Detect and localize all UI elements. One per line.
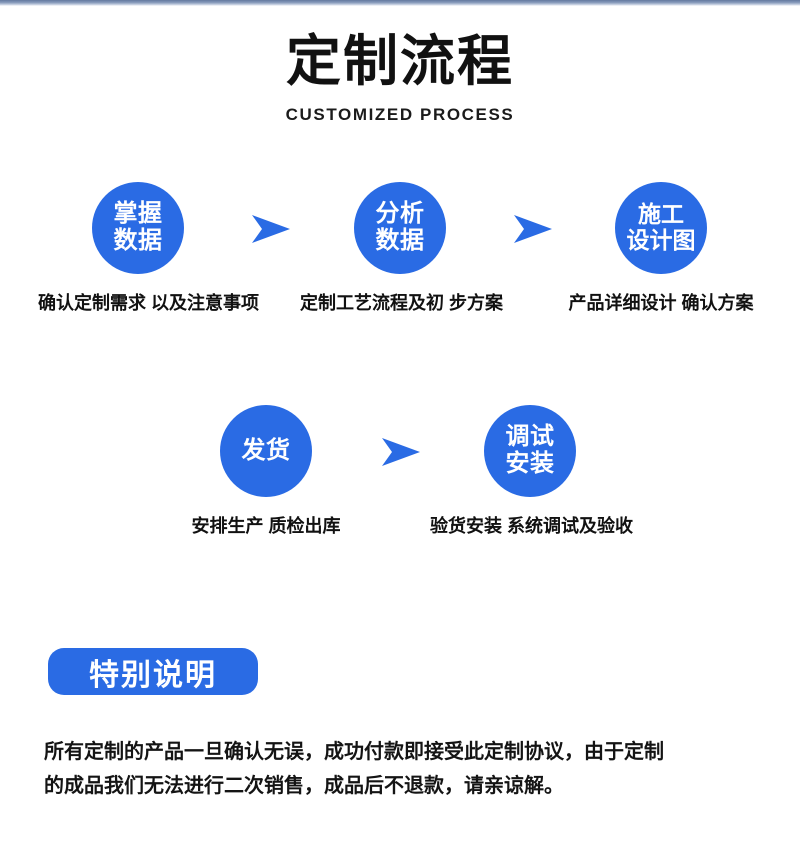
step-2-caption-line-1: 定制工艺流程及初: [300, 293, 444, 313]
step-3-bubble-line-1: 施工: [638, 201, 684, 228]
step-2-caption-line-2: 步方案: [449, 293, 504, 313]
page-header: 定制流程 CUSTOMIZED PROCESS: [0, 34, 800, 125]
top-edge-strip: [0, 0, 800, 6]
step-4-caption: 安排生产 质检出库: [166, 514, 366, 540]
step-1-bubble-line-1: 掌握: [113, 200, 163, 228]
step-3-bubble-line-2: 设计图: [626, 227, 696, 253]
special-note-badge-label: 特别说明: [89, 658, 217, 692]
step-1-bubble-line-2: 数据: [113, 227, 163, 254]
step-2-bubble: 分析 数据: [354, 182, 446, 274]
special-note-line-2: 的成品我们无法进行二次销售，成品后不退款，请亲谅解。: [44, 774, 564, 797]
step-2-bubble-line-1: 分析: [375, 200, 425, 228]
step-4-caption-line-2: 质检出库: [268, 516, 341, 536]
special-note-line-1: 所有定制的产品一旦确认无误，成功付款即接受此定制协议，由于定制: [44, 741, 664, 763]
step-2-caption: 定制工艺流程及初 步方案: [300, 291, 504, 317]
arrow-right-icon-2: [508, 209, 554, 249]
process-step-4: 发货 安排生产 质检出库: [166, 405, 366, 540]
step-4-bubble-line-1: 发货: [241, 436, 291, 464]
page-subtitle: CUSTOMIZED PROCESS: [285, 105, 515, 124]
process-step-5: 调试 安装 验货安装 系统调试及验收: [430, 405, 634, 540]
process-flow-row-1: 掌握 数据 确认定制需求 以及注意事项 分析 数据 定制工艺流程及初 步方案 施…: [0, 182, 800, 372]
step-4-caption-line-1: 安排生产: [191, 516, 264, 536]
step-4-bubble: 发货: [220, 405, 312, 497]
step-1-caption-line-1: 确认定制需求: [38, 293, 146, 313]
step-5-bubble: 调试 安装: [484, 405, 576, 497]
step-5-caption: 验货安装 系统调试及验收: [430, 514, 634, 540]
process-flow-row-2: 发货 安排生产 质检出库 调试 安装 验货安装 系统调试及验收: [0, 405, 800, 595]
step-5-bubble-line-2: 安装: [505, 450, 555, 477]
step-3-caption-line-1: 产品详细设计: [568, 293, 677, 313]
process-step-2: 分析 数据 定制工艺流程及初 步方案: [300, 182, 504, 317]
step-5-bubble-line-1: 调试: [505, 423, 555, 451]
process-step-3: 施工 设计图 产品详细设计 确认方案: [561, 182, 761, 317]
step-5-caption-line-1: 验货安装: [430, 516, 502, 536]
step-2-bubble-line-2: 数据: [375, 227, 425, 254]
step-3-bubble: 施工 设计图: [615, 182, 707, 274]
step-1-caption-line-2: 以及注意事项: [151, 293, 260, 313]
special-note-badge: 特别说明: [48, 648, 258, 695]
page-title: 定制流程: [285, 30, 514, 92]
step-5-caption-line-2: 系统调试及验收: [507, 516, 634, 536]
process-step-1: 掌握 数据 确认定制需求 以及注意事项: [38, 182, 259, 317]
step-1-caption: 确认定制需求 以及注意事项: [38, 291, 259, 317]
step-3-caption: 产品详细设计 确认方案: [561, 291, 761, 317]
arrow-right-icon-1: [246, 209, 292, 249]
step-1-bubble: 掌握 数据: [92, 182, 184, 274]
arrow-right-icon-3: [376, 432, 422, 472]
step-3-caption-line-2: 确认方案: [681, 293, 754, 313]
special-note-text: 所有定制的产品一旦确认无误，成功付款即接受此定制协议，由于定制 的成品我们无法进…: [44, 736, 760, 803]
